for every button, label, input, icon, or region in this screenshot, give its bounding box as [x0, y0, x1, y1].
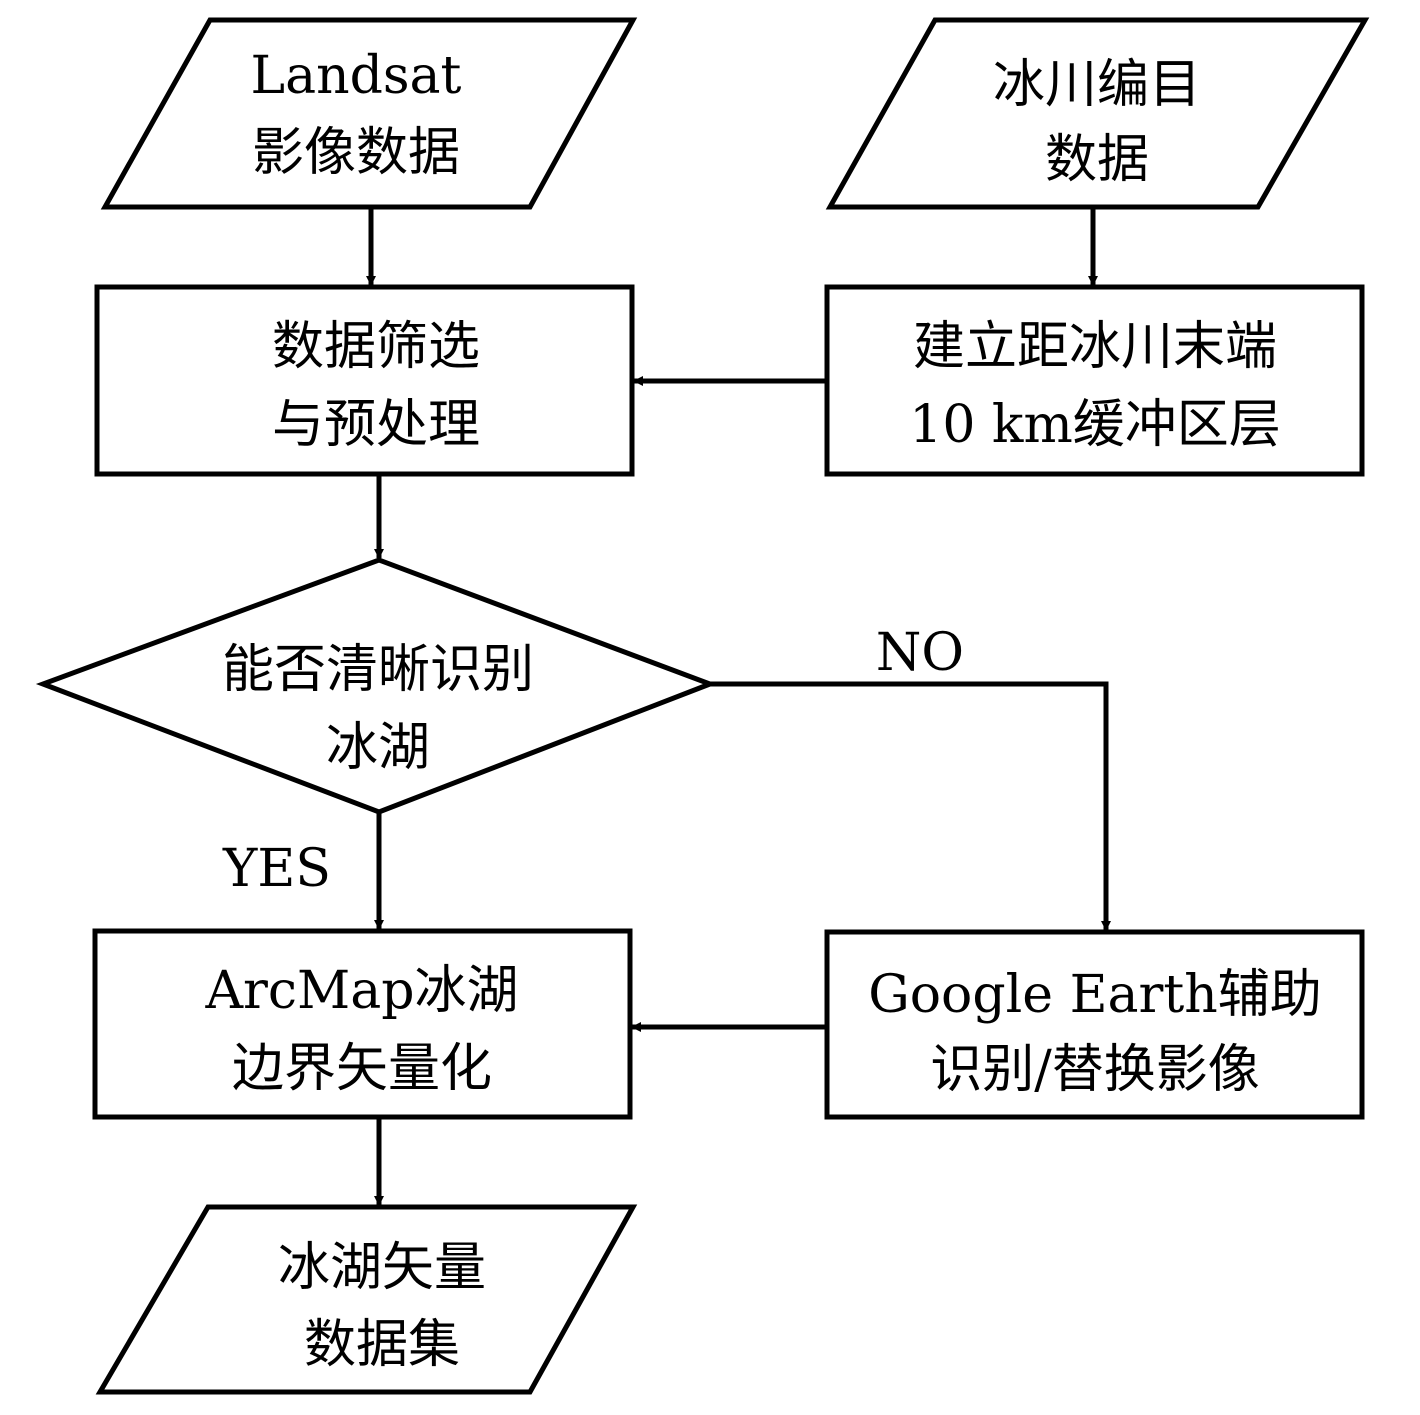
node-landsat-data: Landsat 影像数据 [100, 17, 638, 210]
node-arcmap-line1: ArcMap冰湖 [204, 961, 518, 1021]
node-decision-line1: 能否清晰识别 [222, 640, 534, 700]
node-output: 冰湖矢量 数据集 [95, 1204, 638, 1395]
parallelogram-shape [95, 1204, 638, 1395]
node-landsat-line2: 影像数据 [252, 123, 460, 183]
edge-label-no: NO [876, 623, 964, 683]
rect-shape [94, 284, 635, 477]
node-arcmap-line2: 边界矢量化 [232, 1039, 492, 1099]
node-preprocess: 数据筛选 与预处理 [94, 284, 635, 477]
rect-shape [92, 928, 633, 1120]
node-preprocess-line2: 与预处理 [272, 395, 480, 455]
node-output-line2: 数据集 [304, 1315, 460, 1375]
node-buffer-line2: 10 km缓冲区层 [909, 395, 1281, 455]
node-arcmap: ArcMap冰湖 边界矢量化 [92, 928, 633, 1120]
node-glacier-line2: 数据 [1045, 130, 1149, 190]
node-google-line1: Google Earth辅助 [868, 965, 1322, 1025]
node-google-earth: Google Earth辅助 识别/替换影像 [824, 929, 1365, 1120]
node-glacier-inventory: 冰川编目 数据 [825, 17, 1370, 210]
edges [366, 207, 1111, 1206]
node-decision-line2: 冰湖 [326, 718, 430, 778]
node-google-line2: 识别/替换影像 [930, 1040, 1260, 1100]
arrow-decision-no [710, 681, 1111, 931]
node-buffer: 建立距冰川末端 10 km缓冲区层 [824, 284, 1365, 477]
node-glacier-line1: 冰川编目 [993, 55, 1201, 115]
node-buffer-line1: 建立距冰川末端 [913, 317, 1277, 377]
edge-label-yes: YES [222, 839, 331, 899]
node-preprocess-line1: 数据筛选 [272, 317, 480, 377]
parallelogram-shape [100, 17, 638, 210]
parallelogram-shape [825, 17, 1370, 210]
node-landsat-line1: Landsat [251, 46, 462, 106]
node-decision: 能否清晰识别 冰湖 [35, 557, 718, 815]
node-output-line1: 冰湖矢量 [278, 1238, 486, 1298]
